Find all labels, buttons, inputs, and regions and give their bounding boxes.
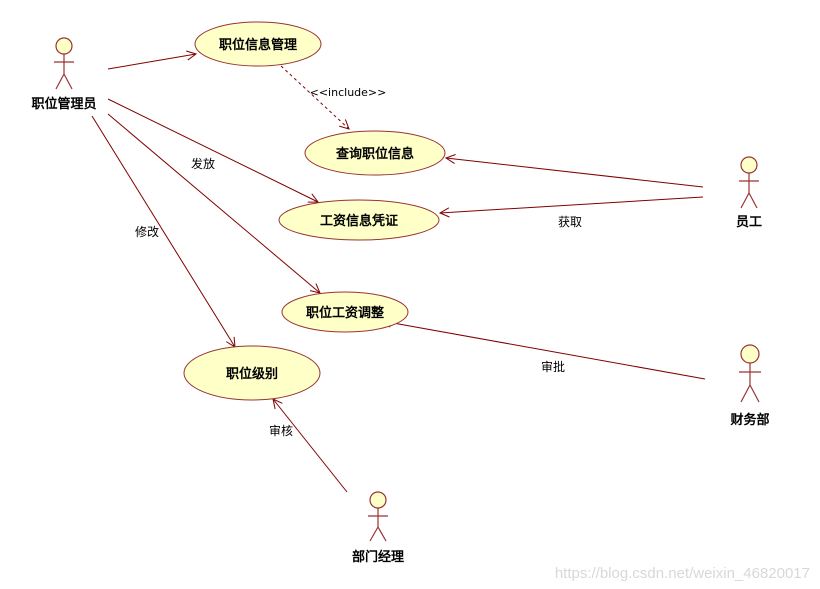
stick-figure-icon (54, 37, 74, 90)
edge-manager-to-position-level (273, 399, 348, 493)
edge-admin-to-position-level (91, 115, 235, 347)
use-case-salary-voucher[interactable]: 工资信息凭证 (278, 199, 440, 241)
use-case-position-level[interactable]: 职位级别 (183, 345, 321, 401)
edge-finance-to-salary-adjust (382, 321, 706, 380)
connectors (91, 54, 706, 493)
watermark-text: https://blog.csdn.net/weixin_46820017 (555, 565, 810, 582)
use-case-label: 工资信息凭证 (320, 213, 398, 229)
edge-admin-to-salary-adjust (107, 113, 320, 293)
edge-admin-to-salary-voucher (107, 98, 318, 202)
edge-label-obtain: 获取 (558, 215, 582, 229)
actor-label: 财务部 (730, 412, 769, 428)
use-case-label: 查询职位信息 (335, 146, 414, 162)
use-case-position-salary-adjust[interactable]: 职位工资调整 (281, 291, 409, 333)
use-case-query-position-info[interactable]: 查询职位信息 (304, 130, 446, 176)
use-case-ellipse (194, 21, 322, 67)
actor-employee[interactable]: 员工 (736, 156, 762, 230)
edge-employee-to-query-info (446, 158, 704, 188)
stick-figure-icon (368, 491, 388, 542)
edge-label-review: 审核 (269, 423, 293, 438)
include-stereotype-label: <<include>> (310, 86, 387, 99)
actor-position-admin[interactable]: 职位管理员 (31, 37, 97, 112)
use-case-ellipse (304, 130, 446, 176)
edge-employee-to-salary-voucher (440, 196, 704, 213)
use-case-ellipse (183, 345, 321, 401)
edge-admin-to-position-info-mgmt (107, 54, 196, 70)
actor-label: 部门经理 (352, 549, 404, 565)
actor-label: 员工 (736, 215, 762, 230)
edge-label-issue: 发放 (191, 156, 215, 171)
actor-label: 职位管理员 (31, 96, 96, 112)
use-case-position-info-mgmt[interactable]: 职位信息管理 (194, 21, 322, 67)
edge-label-modify: 修改 (135, 224, 159, 239)
actor-finance-dept[interactable]: 财务部 (730, 344, 770, 428)
stick-figure-icon (739, 156, 759, 209)
use-case-label: 职位信息管理 (219, 37, 297, 53)
use-case-ellipse (281, 291, 409, 333)
edge-label-approve: 审批 (541, 359, 565, 374)
use-case-label: 职位级别 (226, 366, 278, 382)
actor-dept-manager[interactable]: 部门经理 (352, 491, 404, 565)
use-case-ellipse (278, 199, 440, 241)
stick-figure-icon (739, 344, 761, 403)
use-case-label: 职位工资调整 (306, 305, 385, 321)
